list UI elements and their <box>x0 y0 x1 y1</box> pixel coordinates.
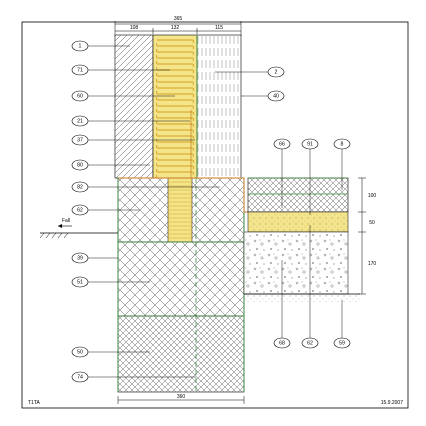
bottom-total-dimension: 360 <box>177 394 186 400</box>
callout-left-5: 37 <box>71 134 89 146</box>
svg-text:82: 82 <box>77 184 83 190</box>
svg-text:37: 37 <box>77 137 83 143</box>
wall-insulation-pattern <box>156 39 194 179</box>
svg-text:68: 68 <box>279 340 285 346</box>
svg-text:39: 39 <box>77 255 83 261</box>
callout-bottom-2: 62 <box>301 337 319 349</box>
right-segment-1: 100 <box>368 193 377 199</box>
drawing-frame <box>21 21 409 409</box>
callout-bottom-1: 68 <box>273 337 291 349</box>
wall-insulation <box>152 34 198 179</box>
svg-text:74: 74 <box>77 374 83 380</box>
callout-left-12: 74 <box>71 371 89 383</box>
gravel-fill-pattern <box>244 232 348 294</box>
callout-left-1: 1 <box>71 40 89 52</box>
top-total-dimension: 365 <box>174 16 183 22</box>
svg-text:21: 21 <box>77 118 83 124</box>
fall-arrow-head <box>58 224 62 228</box>
callout-bubbles: 1 71 60 21 37 80 82 62 39 51 50 74 2 40 … <box>71 40 351 383</box>
callout-bottom-3: 59 <box>333 337 351 349</box>
svg-text:8: 8 <box>341 141 344 147</box>
ground-fall-label: Fall <box>62 218 70 224</box>
svg-text:91: 91 <box>307 141 313 147</box>
brick-masonry-hatch <box>115 35 153 178</box>
callout-left-7: 82 <box>71 181 89 193</box>
svg-text:2: 2 <box>275 69 278 75</box>
inner-wall-pattern <box>197 35 241 178</box>
callout-left-2: 71 <box>71 64 89 76</box>
svg-text:71: 71 <box>77 67 83 73</box>
top-segment-2: 132 <box>171 25 180 31</box>
slab-insulation-dots <box>248 212 348 232</box>
callout-left-3: 60 <box>71 90 89 102</box>
callout-top-2: 91 <box>301 138 319 150</box>
top-segment-3: 115 <box>215 25 223 31</box>
ground-hatch <box>39 232 69 239</box>
plinth-edge-line <box>118 177 250 213</box>
plinth-insulation-lines <box>168 181 192 239</box>
footer-date: 15.9.2007 <box>381 400 403 406</box>
svg-text:62: 62 <box>77 207 83 213</box>
svg-text:59: 59 <box>339 340 345 346</box>
svg-text:66: 66 <box>279 141 285 147</box>
callout-left-6: 80 <box>71 159 89 171</box>
svg-text:50: 50 <box>77 349 83 355</box>
callout-left-10: 51 <box>71 276 89 288</box>
right-segment-3: 170 <box>368 261 377 267</box>
floor-slab-hatch <box>248 178 348 212</box>
footing-hatch <box>118 316 244 392</box>
subgrade-pattern <box>244 294 360 302</box>
callout-top-1: 66 <box>273 138 291 150</box>
svg-text:62: 62 <box>307 340 313 346</box>
right-segment-2: 50 <box>369 220 375 226</box>
callout-top-3: 8 <box>333 138 351 150</box>
svg-text:80: 80 <box>77 162 83 168</box>
callout-left-4: 21 <box>71 115 89 127</box>
footer-left-label: T1TA <box>28 400 41 406</box>
svg-text:51: 51 <box>77 279 83 285</box>
svg-text:60: 60 <box>77 93 83 99</box>
callout-left-11: 50 <box>71 346 89 358</box>
callout-right-1: 2 <box>267 66 285 78</box>
callout-left-9: 39 <box>71 252 89 264</box>
callout-left-8: 62 <box>71 204 89 216</box>
svg-text:40: 40 <box>273 93 279 99</box>
top-segment-1: 108 <box>130 25 139 31</box>
svg-text:1: 1 <box>79 43 82 49</box>
leader-lines <box>87 45 343 378</box>
foundation-wall-hatch <box>118 242 244 316</box>
callout-right-2: 40 <box>267 90 285 102</box>
